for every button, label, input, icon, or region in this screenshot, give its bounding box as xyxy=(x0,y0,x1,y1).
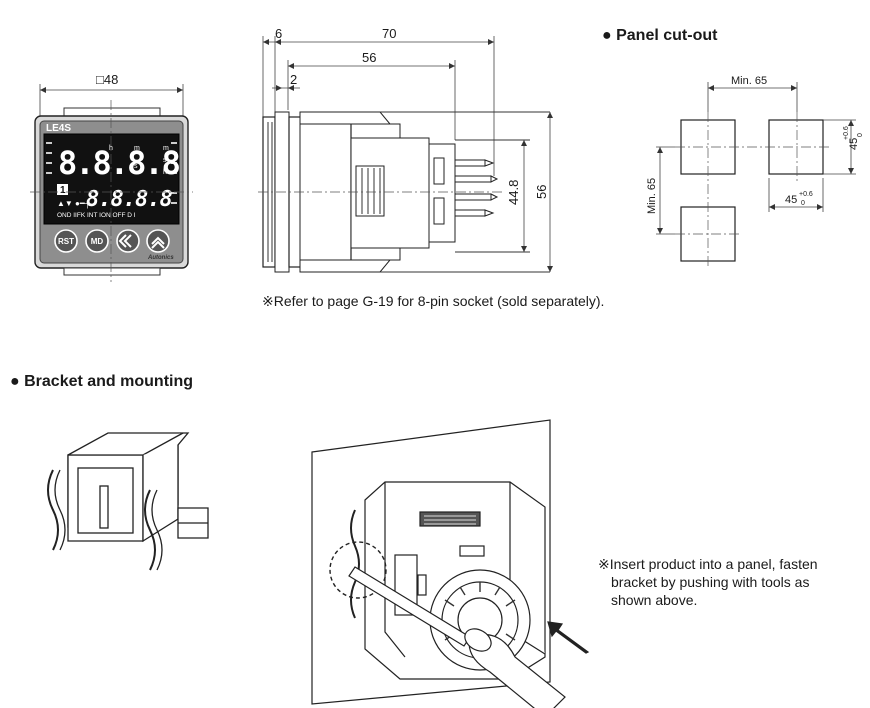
button-row: RST MD xyxy=(54,229,170,253)
front-view: □48 LE4S 8.8.8.8 8.8.8.8 h m s m s h 1 ▲… xyxy=(30,72,193,282)
mounting-drawing xyxy=(311,419,590,708)
unit-right-m: m xyxy=(163,145,169,152)
cutout-min-h: Min. 65 xyxy=(731,75,767,87)
screwdriver-icon xyxy=(348,566,471,647)
unit-s: s xyxy=(134,163,138,170)
dim-bezel: 2 xyxy=(290,72,297,87)
cutout-tol-h-zero: 0 xyxy=(801,200,805,207)
indicator-1-icon xyxy=(57,184,68,195)
dim-height: 56 xyxy=(534,185,549,199)
bracket-title: ● Bracket and mounting xyxy=(10,373,194,390)
push-arrow-icon xyxy=(547,621,590,654)
md-label: MD xyxy=(91,237,104,246)
socket-note: ※Refer to page G-19 for 8-pin socket (so… xyxy=(262,293,605,309)
md-button[interactable] xyxy=(85,229,109,253)
display-bottom: 8.8.8.8 xyxy=(86,187,172,212)
dim-flange: 6 xyxy=(275,26,282,41)
bracket-note-line-1: ※Insert product into a panel, fasten xyxy=(598,556,818,572)
bracket-note: ※Insert product into a panel, fasten bra… xyxy=(598,555,818,609)
unit-right-h: h xyxy=(163,169,167,176)
dim-total: 70 xyxy=(382,26,396,41)
double-chevron-up-icon xyxy=(151,236,165,249)
rst-button[interactable] xyxy=(54,229,78,253)
cutout-tol-h: +0.6 xyxy=(799,191,813,198)
indicator-row: OND IIFK INT ION OFF D I xyxy=(57,212,136,219)
display-top: 8.8.8.8 xyxy=(58,144,180,182)
cutout-hole-w: 45 xyxy=(785,194,797,206)
bracket-note-line-2: bracket by pushing with tools as xyxy=(611,574,810,590)
dim-body: 56 xyxy=(362,50,376,65)
brand-label: Autonics xyxy=(147,255,174,261)
detail-circle xyxy=(329,541,387,599)
bracket-drawing xyxy=(47,432,209,571)
lock-arrows-icon: ▲▼ ●━┐ xyxy=(57,199,90,209)
double-chevron-left-icon xyxy=(118,234,132,248)
cutout-hole-h: 45 xyxy=(848,138,860,150)
cutout-tol-v: +0.6 xyxy=(843,126,850,140)
unit-h: h xyxy=(109,145,113,152)
panel-cutout-title: ● Panel cut-out xyxy=(602,27,718,44)
svg-text:1: 1 xyxy=(60,185,66,196)
cutout-tol-v-zero: 0 xyxy=(857,133,864,137)
cutout-min-v: Min. 65 xyxy=(646,178,658,214)
model-label: LE4S xyxy=(46,123,71,134)
rst-label: RST xyxy=(58,237,74,246)
bracket-note-line-3: shown above. xyxy=(611,592,698,608)
front-size-label: □48 xyxy=(96,72,118,87)
side-view: 70 6 56 2 xyxy=(258,26,553,273)
dim-inner-height: 44.8 xyxy=(506,180,521,205)
unit-m: m xyxy=(134,145,140,152)
unit-right-s: s xyxy=(163,157,167,164)
panel-cutout-drawing: Min. 65 Min. 65 45 +0.6 0 45 +0.6 0 xyxy=(646,75,864,268)
shift-left-button[interactable] xyxy=(116,229,140,253)
